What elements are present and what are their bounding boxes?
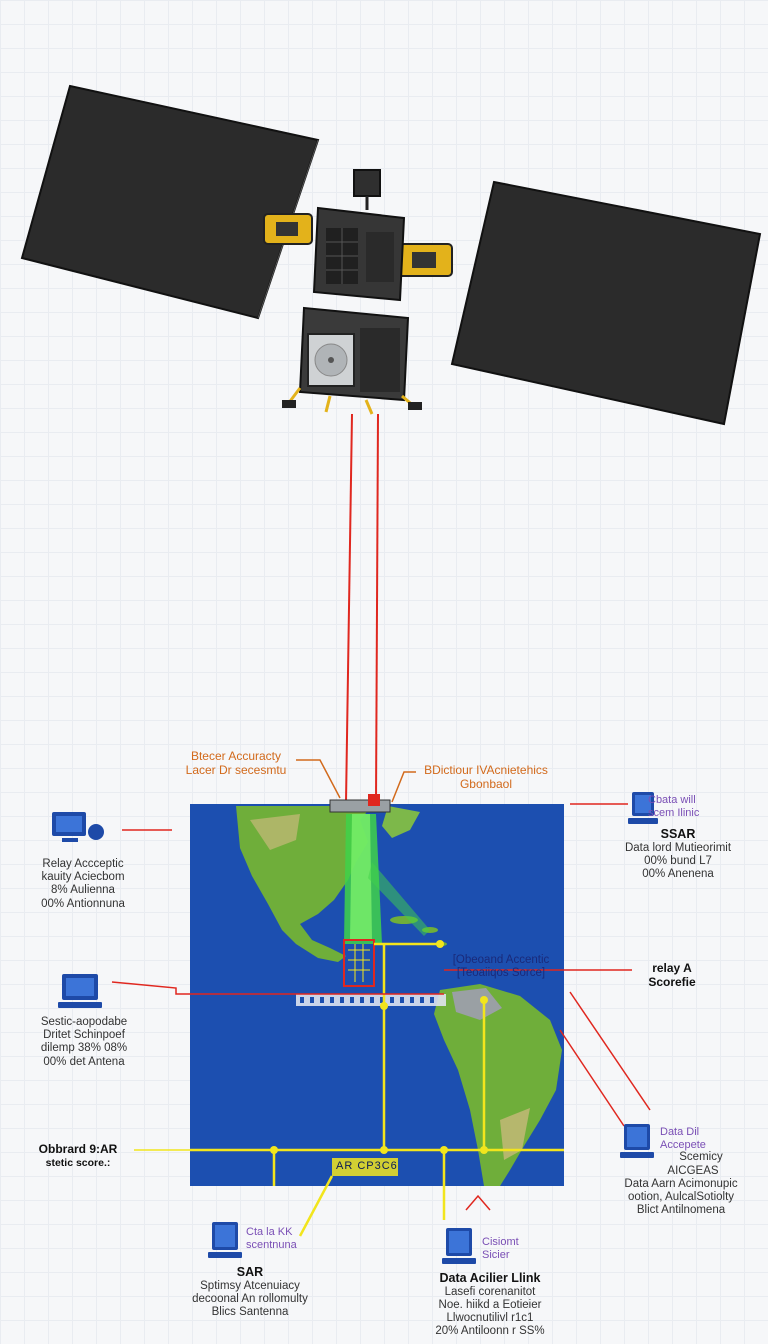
data-dii-line1: Data Dil	[660, 1126, 700, 1138]
data-dii-callout: Data Dil Accepete Scemicy AICGEAS Data A…	[596, 1126, 766, 1217]
onboard-line2: stetic score.:	[45, 1156, 111, 1169]
data-dii-line2: Accepete	[660, 1138, 706, 1151]
data-link-line1: Cisiomt	[482, 1236, 519, 1248]
computer-icon	[52, 812, 104, 842]
laser-callout-line1: Btecer Accuracty	[190, 749, 282, 763]
data-dii-line3: Scemicy	[679, 1151, 723, 1164]
ssar-right-title: SSAR	[660, 827, 696, 842]
laptop-icon	[58, 974, 102, 1008]
relay-accept-callout: Relay Accceptic kauity Aciecbom 8% Aulie…	[14, 858, 152, 911]
ground-station	[343, 939, 375, 987]
sestic-line3: dilemp 38% 08%	[40, 1042, 128, 1055]
map-acceptic-label: [Obeoand Accentic [Teoaiiqos Sorce]	[436, 954, 566, 979]
ssar-right-line2: scem Ilinic	[648, 806, 700, 819]
sar-bottom-line2: scentnuna	[246, 1238, 297, 1251]
ssar-right-line3: Data lord Mutieorimit	[624, 841, 732, 854]
upper-bus	[312, 206, 406, 302]
right-solar-panel	[450, 180, 762, 426]
relay-accept-line2: kauity Aciecbom	[41, 871, 125, 884]
data-link-line3: Lasefi corenanitot	[444, 1285, 536, 1298]
laser-callout-line2: Lacer Dr secesmtu	[185, 762, 287, 777]
top-antenna	[353, 169, 381, 197]
data-dii-line6: ootion, AulcalSotiolty	[627, 1190, 735, 1203]
solar-arm-left	[263, 213, 313, 245]
bdiction-callout: BDictiour IVAcnietehics Gbonbaol	[408, 763, 564, 792]
data-strip	[296, 994, 446, 1006]
laptop-icon	[620, 1124, 654, 1158]
data-link-callout: Cisiomt Sicier Data Acilier Llink Lasefi…	[410, 1236, 570, 1339]
sar-bottom-callout: Cta la KK scentnuna SAR Sptimsy Atcenuia…	[170, 1226, 330, 1319]
data-dii-line4: AICGEAS	[667, 1164, 719, 1177]
data-dii-line7: Blict Antilnomena	[636, 1204, 726, 1217]
laser-accuracy-callout: Btecer Accuracty Lacer Dr secesmtu	[172, 749, 300, 778]
network-nodes	[270, 940, 488, 1154]
sar-bottom-line3: Sptimsy Atcenuiacy	[200, 1279, 300, 1292]
sestic-line1: Sestic-aopodabe	[40, 1016, 128, 1028]
map-code-label: AR CP3C6	[336, 1160, 398, 1172]
ssar-right-line4: 00% bund L7	[644, 854, 712, 867]
onboard-line1: Obbrard 9:AR	[38, 1142, 118, 1156]
data-link-line5: Llwocnutilivl r1c1	[446, 1312, 534, 1325]
coverage-patch	[452, 988, 502, 1020]
sar-bottom-line1: Cta la KK	[246, 1226, 293, 1238]
greenland-fragment	[382, 806, 420, 838]
map-acceptic-line2: [Teoaiiqos Sorce]	[456, 966, 546, 979]
sar-bottom-line5: Blics Santenna	[211, 1306, 289, 1319]
relay-accept-line3: 8% Aulienna	[51, 884, 115, 897]
data-link-line6: 20% Antiloonn r SS%	[435, 1325, 545, 1338]
lower-bus	[298, 306, 410, 402]
sestic-line4: 00% det Antena	[43, 1055, 125, 1068]
map-acceptic-line1: [Obeoand Accentic	[452, 954, 550, 966]
bdiction-callout-line2: Gbonbaol	[459, 776, 513, 791]
sar-bottom-line4: decoonal An rollomulty	[192, 1292, 308, 1305]
ssar-right-line5: 00% Anenena	[642, 868, 714, 881]
relay-a-line2: Scorefie	[648, 974, 696, 989]
relay-a-callout: relay A Scorefie	[626, 961, 718, 990]
downlink-beam	[345, 413, 379, 803]
bdiction-callout-line1: BDictiour IVAcnietehics	[424, 763, 548, 777]
relay-accept-line4: 00% Antionnuna	[41, 897, 125, 910]
south-america-landmass	[434, 984, 562, 1186]
data-link-line2: Sicier	[482, 1248, 510, 1261]
ssar-right-line1: Cbata will	[648, 794, 696, 806]
data-link-title: Data Acilier Llink	[439, 1271, 541, 1286]
sestic-callout: Sestic-aopodabe Dritet Schinpoef dilemp …	[10, 1016, 158, 1069]
sar-bottom-title: SAR	[236, 1265, 264, 1280]
laptop-icon	[208, 1222, 242, 1258]
map-code-box	[332, 1158, 398, 1176]
relay-a-line1: relay A	[652, 961, 692, 975]
relay-accept-line1: Relay Accceptic	[42, 858, 124, 870]
data-link-line4: Noe. hiikd a Eotieier	[438, 1298, 542, 1311]
receiver-module	[329, 794, 391, 813]
onboard-sar-callout: Obbrard 9:AR stetic score.:	[20, 1142, 136, 1169]
sestic-line2: Dritet Schinpoef	[43, 1029, 125, 1042]
ssar-right-callout: Cbata will scem Ilinic SSAR Data lord Mu…	[596, 794, 760, 881]
yellow-network-links	[190, 942, 564, 1237]
ground-beam	[344, 814, 430, 944]
laptop-icon	[628, 792, 658, 824]
laptop-icon	[442, 1228, 476, 1264]
data-dii-line5: Data Aarn Acimonupic	[624, 1177, 738, 1190]
